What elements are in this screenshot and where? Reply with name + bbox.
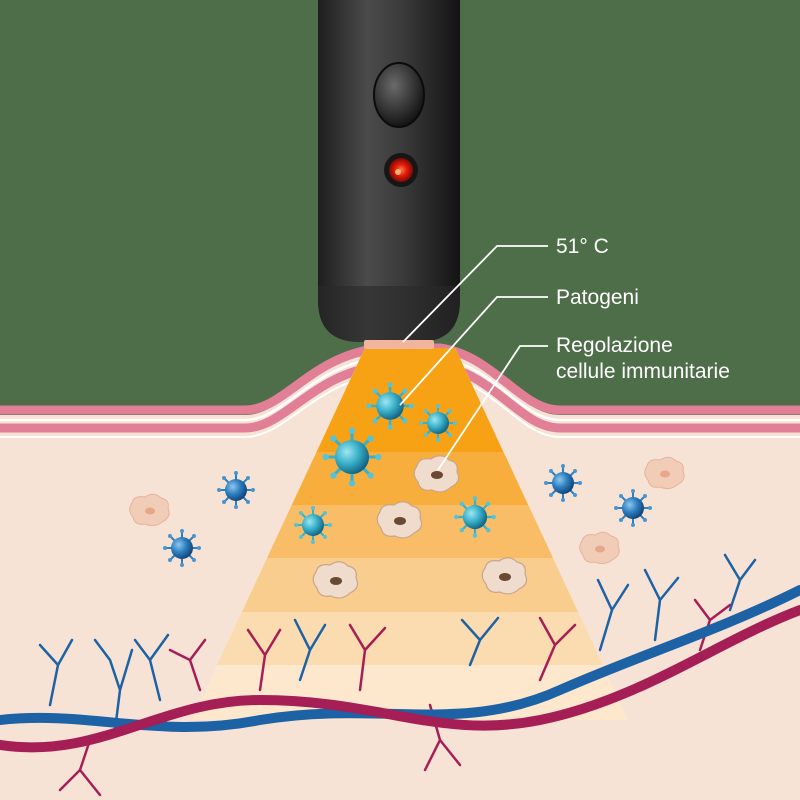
pathogen-icon <box>543 463 583 503</box>
pathogen-icon <box>418 403 458 443</box>
artery <box>0 605 800 753</box>
immune-cell-icon <box>312 561 359 599</box>
temperature-label: 51° C <box>556 235 609 258</box>
capillaries <box>38 553 757 797</box>
immune-regulation-label: Regolazione cellule immunitarie <box>556 333 730 385</box>
device-button <box>373 62 425 128</box>
pathogen-icon <box>293 505 333 545</box>
pathogen-icon <box>453 495 497 540</box>
immune-cell-icon <box>413 455 460 493</box>
immune-cell-icon <box>481 557 528 595</box>
pathogen-icon <box>365 381 415 431</box>
pathogen-icon <box>320 425 384 489</box>
pathogen-icon <box>216 470 256 510</box>
device-tip <box>364 340 434 349</box>
pathogens-label: Patogeni <box>556 286 639 309</box>
immune-cell-icon <box>376 501 423 539</box>
led-indicator <box>389 158 413 182</box>
immune-cell-icon <box>644 456 685 490</box>
immune-cell-icon <box>579 531 620 565</box>
leader-lines <box>399 245 548 471</box>
immune-regulation-label-line1: Regolazione <box>556 334 673 357</box>
immune-regulation-label-line2: cellule immunitarie <box>556 360 730 383</box>
pathogen-icon <box>162 528 202 568</box>
pathogen-icon <box>613 488 653 528</box>
immune-cell-icon <box>129 493 170 527</box>
heat-device <box>318 0 460 349</box>
